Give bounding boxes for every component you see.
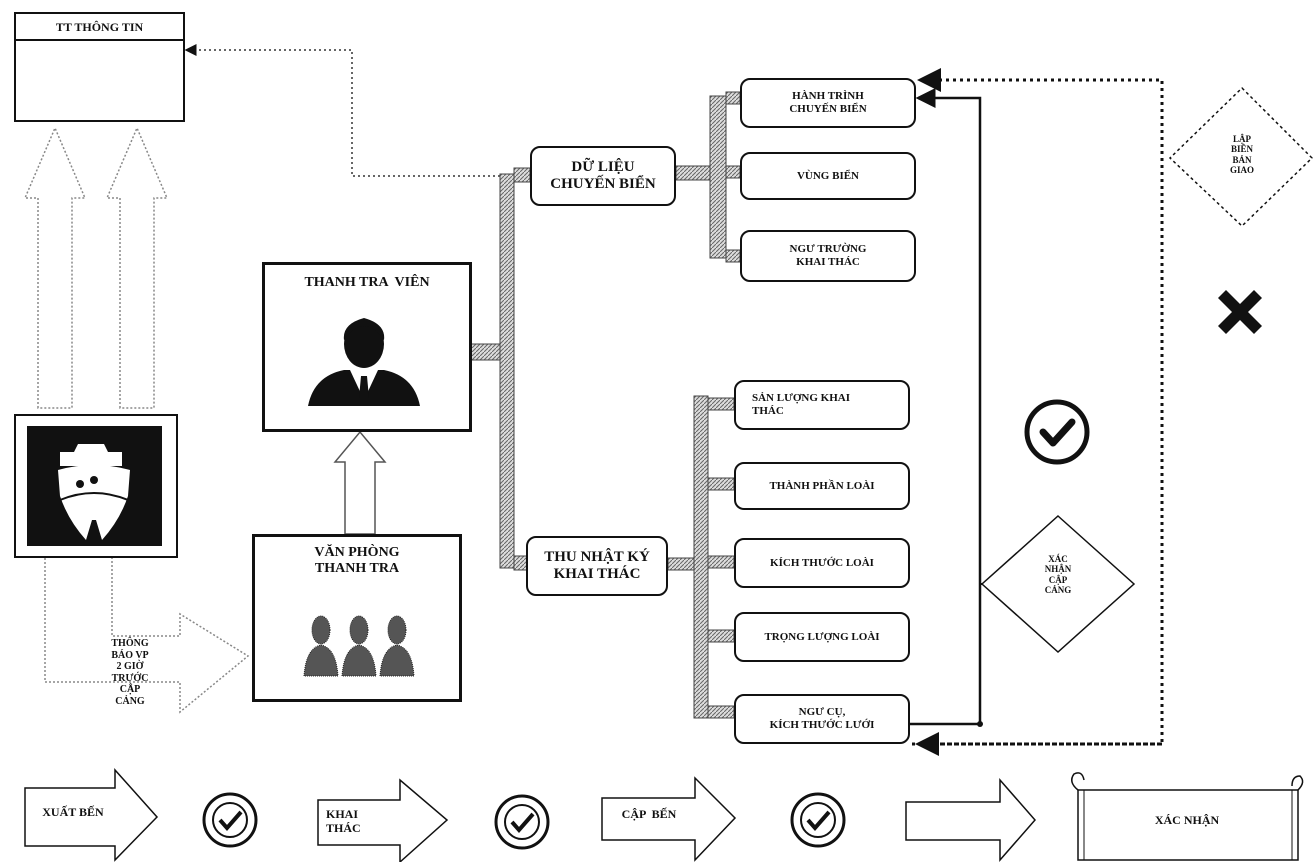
logbook-item-3: KÍCH THƯỚC LOÀI (734, 538, 910, 588)
log-link-1 (707, 397, 735, 411)
logbook-item-4: TRỌNG LƯỢNG LOÀI (734, 612, 910, 662)
cross-icon (1218, 290, 1262, 334)
voyage-data-box: DỮ LIỆU CHUYẾN BIỂN (530, 146, 676, 206)
inspector-box: THANH TRA VIÊN (262, 262, 472, 432)
final-step-label: XÁC NHẬN (1154, 813, 1220, 827)
data-to-info-link (184, 44, 510, 177)
step-label-3: CẬP BẾN (621, 807, 677, 821)
logbook-connector (667, 557, 695, 571)
office-to-inspector-arrow (333, 430, 387, 535)
office-box: VĂN PHÒNG THANH TRA (252, 534, 462, 702)
check-circle-icon (1024, 399, 1090, 465)
voyage-link-1 (725, 91, 741, 105)
confirm-diamond (980, 514, 1136, 654)
vertical-branch (499, 173, 515, 569)
inspector-person-icon (308, 318, 420, 406)
handover-diamond (1168, 86, 1313, 228)
step-arrow-3 (601, 776, 737, 862)
branch-to-data (513, 167, 531, 183)
up-arrow-right (105, 126, 169, 409)
confirm-diamond-label: XÁC NHẬN CẬP CẢNG (1044, 554, 1072, 596)
step-check-icon-2 (494, 794, 550, 850)
log-link-5 (707, 705, 735, 719)
step-label-2: KHAI THÁC (326, 808, 361, 835)
up-arrow-left (23, 126, 87, 409)
step-arrow-1 (24, 768, 159, 862)
voyage-vertical (709, 95, 727, 259)
step-arrow-2 (317, 778, 449, 862)
voyage-link-3 (725, 249, 741, 263)
notify-arrow (44, 558, 250, 714)
voyage-item-3: NGƯ TRƯỜNG KHAI THÁC (740, 230, 916, 282)
step-arrow-4 (905, 778, 1036, 862)
voyage-link-2 (725, 165, 741, 179)
ship-icon (27, 426, 162, 546)
voyage-item-1: HÀNH TRÌNH CHUYẾN BIỂN (740, 78, 916, 128)
inspector-title: THANH TRA VIÊN (304, 275, 430, 290)
info-center-title: TT THÔNG TIN (16, 14, 183, 41)
handover-loop (912, 68, 1164, 746)
people-group-icon (303, 615, 415, 677)
ship-box (14, 414, 178, 558)
notify-label: THÔNG BÁO VP 2 GIỜ TRƯỚC CẬP CẢNG (111, 638, 149, 707)
step-label-1: XUẤT BẾN (42, 805, 104, 819)
data-connector (675, 165, 711, 181)
logbook-vertical (693, 395, 709, 719)
confirm-scroll (1071, 772, 1304, 861)
logbook-item-5: NGƯ CỤ, KÍCH THƯỚC LƯỚI (734, 694, 910, 744)
office-title: VĂN PHÒNG THANH TRA (314, 545, 400, 576)
step-check-icon-3 (790, 792, 846, 848)
feedback-loop (910, 88, 982, 726)
logbook-item-2: THÀNH PHẦN LOÀI (734, 462, 910, 510)
logbook-item-1: SẢN LƯỢNG KHAI THÁC (734, 380, 910, 430)
logbook-box: THU NHẬT KÝ KHAI THÁC (526, 536, 668, 596)
log-link-2 (707, 477, 735, 491)
voyage-item-2: VÙNG BIỂN (740, 152, 916, 200)
step-check-icon-1 (202, 792, 258, 848)
info-center-box: TT THÔNG TIN (14, 12, 185, 122)
log-link-3 (707, 555, 735, 569)
inspector-connector (469, 343, 501, 361)
log-link-4 (707, 629, 735, 643)
loop-node-bottom (977, 721, 983, 727)
handover-diamond-label: LẬP BIÊN BẢN GIAO (1229, 134, 1254, 176)
